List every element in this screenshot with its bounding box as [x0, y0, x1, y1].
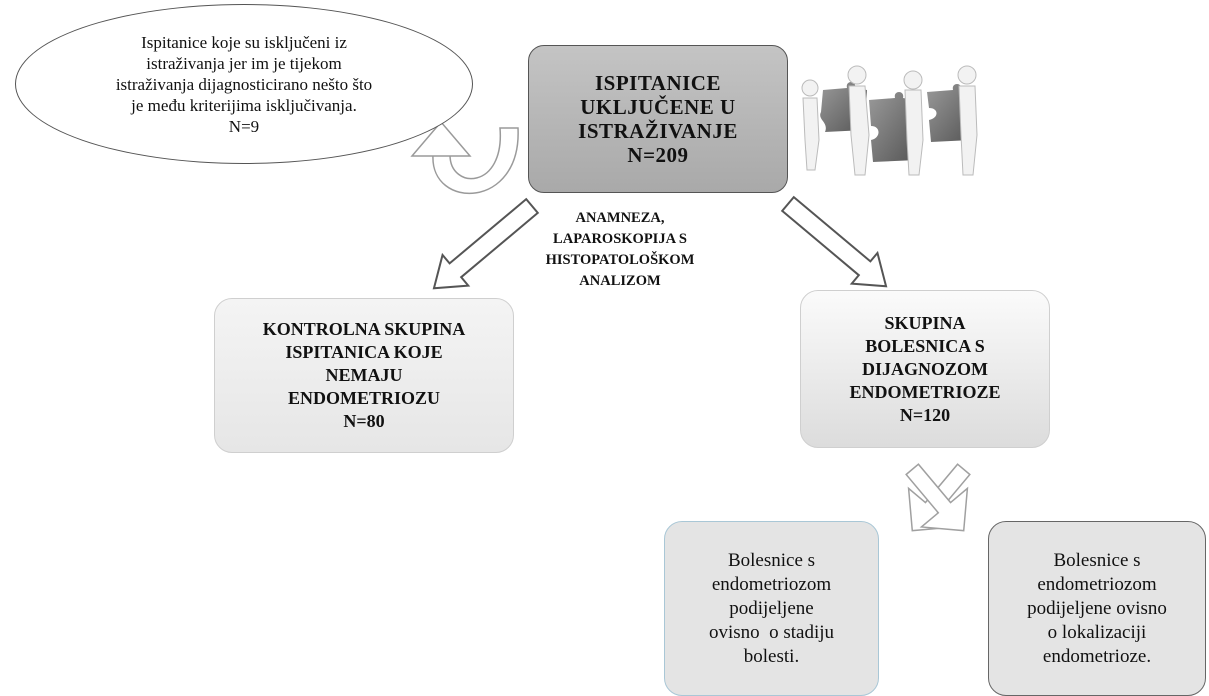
endometriosis-line: SKUPINA	[884, 312, 966, 333]
by-stage-line: podijeljene	[729, 597, 814, 619]
control-line: ISPITANICA KOJE	[285, 342, 443, 362]
by-location-line: endometriozom	[1037, 573, 1157, 595]
u-turn-arrow	[410, 120, 519, 195]
main-line: ISTRAŽIVANJE	[578, 119, 738, 143]
control-line: NEMAJU	[325, 365, 403, 385]
by-location-box: Bolesnice s endometriozom podijeljene ov…	[988, 521, 1206, 696]
control-line: ENDOMETRIOZU	[287, 388, 440, 408]
endometriosis-text: SKUPINA BOLESNICA S DIJAGNOZOM ENDOMETRI…	[849, 312, 1000, 427]
endometriosis-line: ENDOMETRIOZE	[849, 381, 1001, 402]
by-stage-line: ovisno o stadiju	[708, 621, 835, 643]
by-location-line: endometrioze.	[1042, 645, 1152, 667]
included-participants-box: ISPITANICE UKLJUČENE U ISTRAŽIVANJE N=20…	[528, 45, 788, 193]
endometriosis-group-box: SKUPINA BOLESNICA S DIJAGNOZOM ENDOMETRI…	[800, 290, 1050, 448]
by-location-text: Bolesnice s endometriozom podijeljene ov…	[1027, 549, 1167, 669]
excluded-line: Ispitanice koje su isključeni iz	[141, 32, 347, 52]
excluded-line: je među kriterijima isključivanja.	[131, 95, 357, 115]
control-line: KONTROLNA SKUPINA	[262, 319, 466, 339]
method-line: LAPAROSKOPIJA S	[553, 231, 687, 247]
split-arrows	[905, 463, 971, 532]
excluded-line: istraživanja dijagnosticirano nešto što	[115, 74, 373, 94]
endometriosis-line: BOLESNICA S	[865, 335, 985, 356]
by-stage-line: bolesti.	[743, 645, 800, 667]
by-stage-box: Bolesnice s endometriozom podijeljene ov…	[664, 521, 879, 696]
main-text: ISPITANICE UKLJUČENE U ISTRAŽIVANJE N=20…	[578, 71, 738, 167]
main-line: UKLJUČENE U	[580, 95, 736, 119]
method-line: ANALIZOM	[579, 273, 661, 289]
puzzle-people-icon	[801, 65, 978, 176]
excluded-participants-ellipse: Ispitanice koje su isključeni iz istraži…	[15, 4, 473, 164]
excluded-line: istraživanja jer im je tijekom	[146, 53, 342, 73]
control-text: KONTROLNA SKUPINA ISPITANICA KOJE NEMAJU…	[263, 318, 466, 433]
method-text: ANAMNEZA, LAPAROSKOPIJA S HISTOPATOLOŠKO…	[546, 208, 695, 292]
control-group-box: KONTROLNA SKUPINA ISPITANICA KOJE NEMAJU…	[214, 298, 514, 453]
by-location-line: o lokalizaciji	[1047, 621, 1147, 643]
arrow-to-control	[432, 197, 540, 290]
excluded-text: Ispitanice koje su isključeni iz istraži…	[116, 32, 372, 137]
by-location-line: Bolesnice s	[1053, 549, 1141, 571]
method-label: ANAMNEZA, LAPAROSKOPIJA S HISTOPATOLOŠKO…	[520, 205, 720, 295]
by-location-line: podijeljene ovisno	[1027, 597, 1167, 619]
by-stage-line: endometriozom	[711, 573, 832, 595]
endometriosis-line: DIJAGNOZOM	[862, 358, 988, 379]
by-stage-line: Bolesnice s	[727, 549, 816, 571]
main-count: N=209	[627, 143, 689, 167]
endometriosis-count: N=120	[899, 404, 951, 425]
method-line: ANAMNEZA,	[575, 210, 665, 226]
by-stage-text: Bolesnice s endometriozom podijeljene ov…	[709, 549, 834, 669]
main-line: ISPITANICE	[595, 71, 721, 95]
arrow-to-endometriosis	[780, 195, 888, 288]
method-line: HISTOPATOLOŠKOM	[545, 252, 695, 268]
control-count: N=80	[343, 411, 385, 431]
excluded-count: N=9	[228, 116, 260, 136]
